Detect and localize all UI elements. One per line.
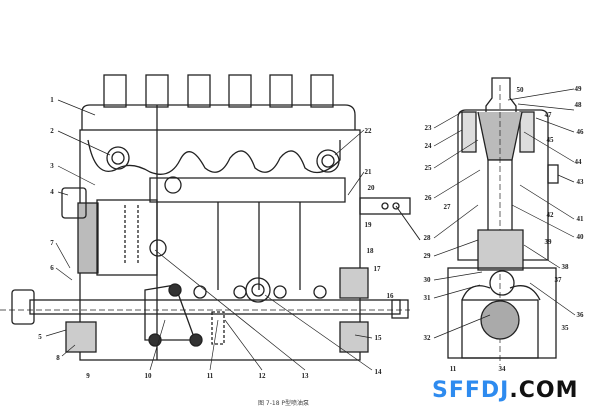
part-label: 44: [574, 158, 582, 166]
part-label: 11: [449, 365, 457, 373]
delivery-valve-holders: [103, 74, 334, 108]
part-label: 34: [498, 365, 506, 373]
part-label: 22: [364, 127, 372, 135]
part-label: 47: [544, 111, 552, 119]
pump-housing-top: [81, 104, 356, 130]
part-label: 13: [301, 372, 309, 380]
part-label: 7: [50, 239, 54, 247]
part-label: 15: [374, 334, 382, 342]
part-label: 35: [561, 324, 569, 332]
part-label: 40: [576, 233, 584, 241]
part-label: 2: [50, 127, 54, 135]
part-label: 16: [386, 292, 394, 300]
watermark-dark: .COM: [509, 378, 579, 403]
watermark-colored: SFFDJ: [432, 378, 510, 403]
part-label: 41: [576, 215, 584, 223]
part-label: 28: [423, 234, 431, 242]
part-label: 8: [56, 354, 60, 362]
part-label: 4: [50, 188, 54, 196]
part-label: 45: [546, 136, 554, 144]
part-label: 9: [86, 372, 90, 380]
part-label: 30: [423, 276, 431, 284]
camshaft: [29, 299, 401, 315]
part-label: 21: [364, 168, 372, 176]
part-label: 1: [50, 96, 54, 104]
part-label: 42: [546, 211, 554, 219]
part-label: 14: [374, 368, 382, 376]
part-label: 5: [38, 333, 42, 341]
part-label: 10: [144, 372, 152, 380]
part-label: 50: [516, 86, 524, 94]
part-label: 23: [424, 124, 432, 132]
part-label: 48: [574, 101, 582, 109]
part-label: 12: [258, 372, 266, 380]
part-label: 37: [554, 276, 562, 284]
part-label: 25: [424, 164, 432, 172]
part-label: 18: [366, 247, 374, 255]
leader-lines: [45, 88, 576, 371]
part-label: 49: [574, 85, 582, 93]
part-label: 6: [50, 264, 54, 272]
part-label: 3: [50, 162, 54, 170]
part-label: 38: [561, 263, 569, 271]
watermark: SFFDJ.COM: [432, 380, 578, 402]
part-label: 32: [423, 334, 431, 342]
part-label: 26: [424, 194, 432, 202]
part-label: 24: [424, 142, 432, 150]
part-label: 46: [576, 128, 584, 136]
part-label: 19: [364, 221, 372, 229]
section-view: [447, 77, 559, 365]
part-label: 39: [544, 238, 552, 246]
part-label: 17: [373, 265, 381, 273]
part-label: 29: [423, 252, 431, 260]
part-label: 36: [576, 311, 584, 319]
part-label: 43: [576, 178, 584, 186]
part-label: 20: [367, 184, 375, 192]
figure-caption: 图 7-18 P型喷油泵: [258, 400, 310, 407]
part-label: 27: [443, 203, 451, 211]
part-label: 11: [206, 372, 214, 380]
part-label: 31: [423, 294, 431, 302]
